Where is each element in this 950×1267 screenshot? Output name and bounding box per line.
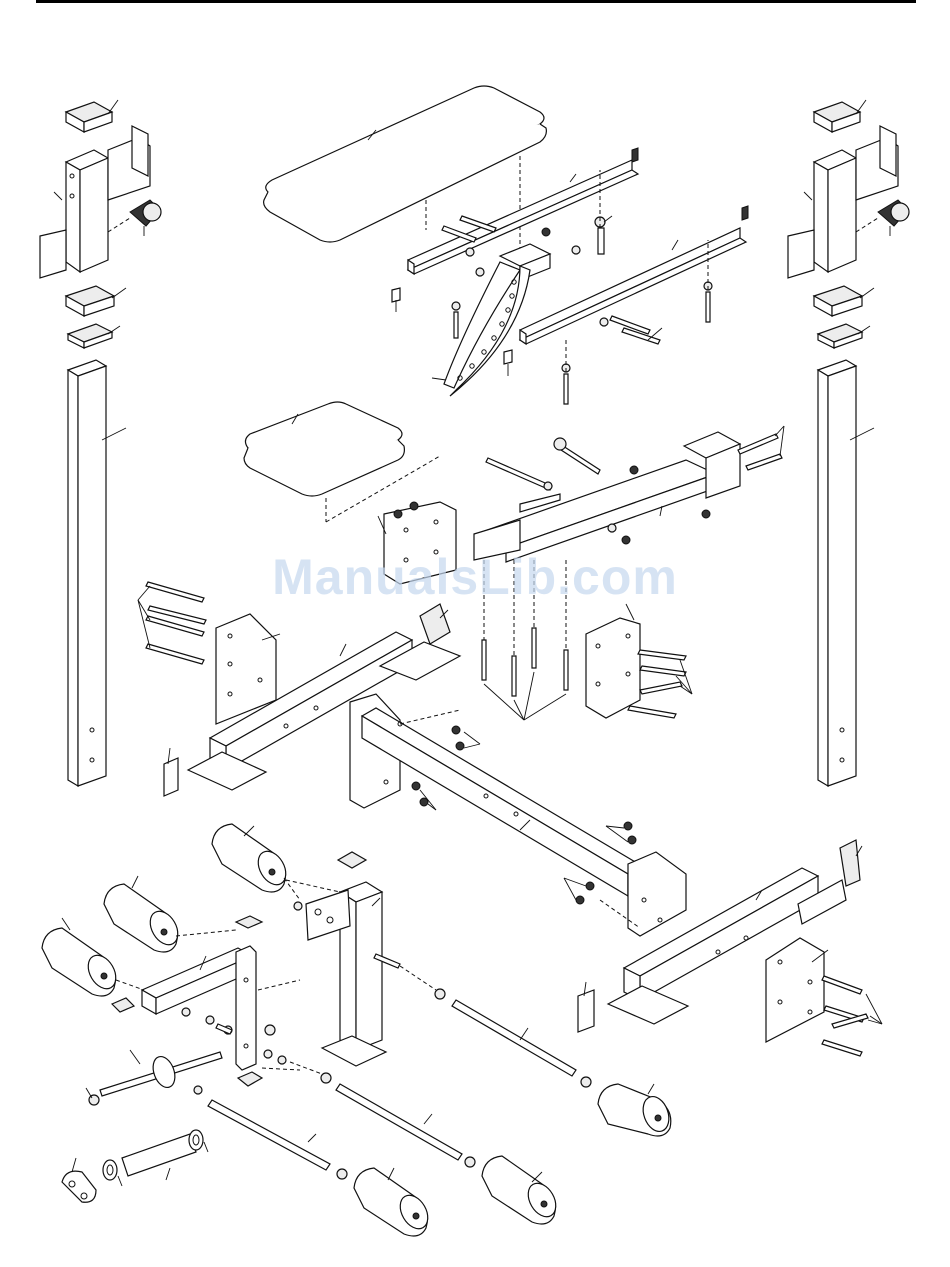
- seat-bolts: [442, 170, 712, 404]
- pop-pin-knob: [108, 200, 161, 232]
- roller-6: [482, 1156, 561, 1224]
- end-cap: [818, 324, 862, 348]
- roller-1: [212, 824, 291, 892]
- roller-3: [42, 928, 121, 996]
- leg-lever: [112, 916, 300, 1094]
- seat-bracket: [432, 244, 550, 396]
- upright-sleeve: [788, 126, 898, 278]
- right-mount-plate: [586, 604, 692, 718]
- end-cap: [68, 324, 112, 348]
- roller-2: [104, 884, 183, 952]
- center-beam: [350, 694, 686, 936]
- right-upright-assembly: [788, 100, 909, 786]
- roller-5: [354, 1168, 433, 1236]
- watermark-text: ManualsLib.com: [0, 548, 950, 606]
- upright-cap-top: [66, 102, 112, 132]
- upright-cap-bottom: [66, 286, 114, 316]
- upright-cap-bottom: [814, 286, 862, 316]
- sleeve-parts: [62, 1130, 208, 1202]
- pop-pin-knob: [856, 200, 909, 232]
- roller-4: [598, 1084, 673, 1136]
- left-upright-assembly: [40, 100, 161, 786]
- main-frame: [474, 426, 784, 562]
- rear-mount-plate: [766, 938, 882, 1056]
- upright-sleeve: [40, 126, 150, 278]
- leg-post: [286, 852, 400, 1066]
- upright-cap-top: [814, 102, 860, 132]
- roller-tubes: [208, 966, 591, 1179]
- axle-assembly: [86, 1050, 222, 1105]
